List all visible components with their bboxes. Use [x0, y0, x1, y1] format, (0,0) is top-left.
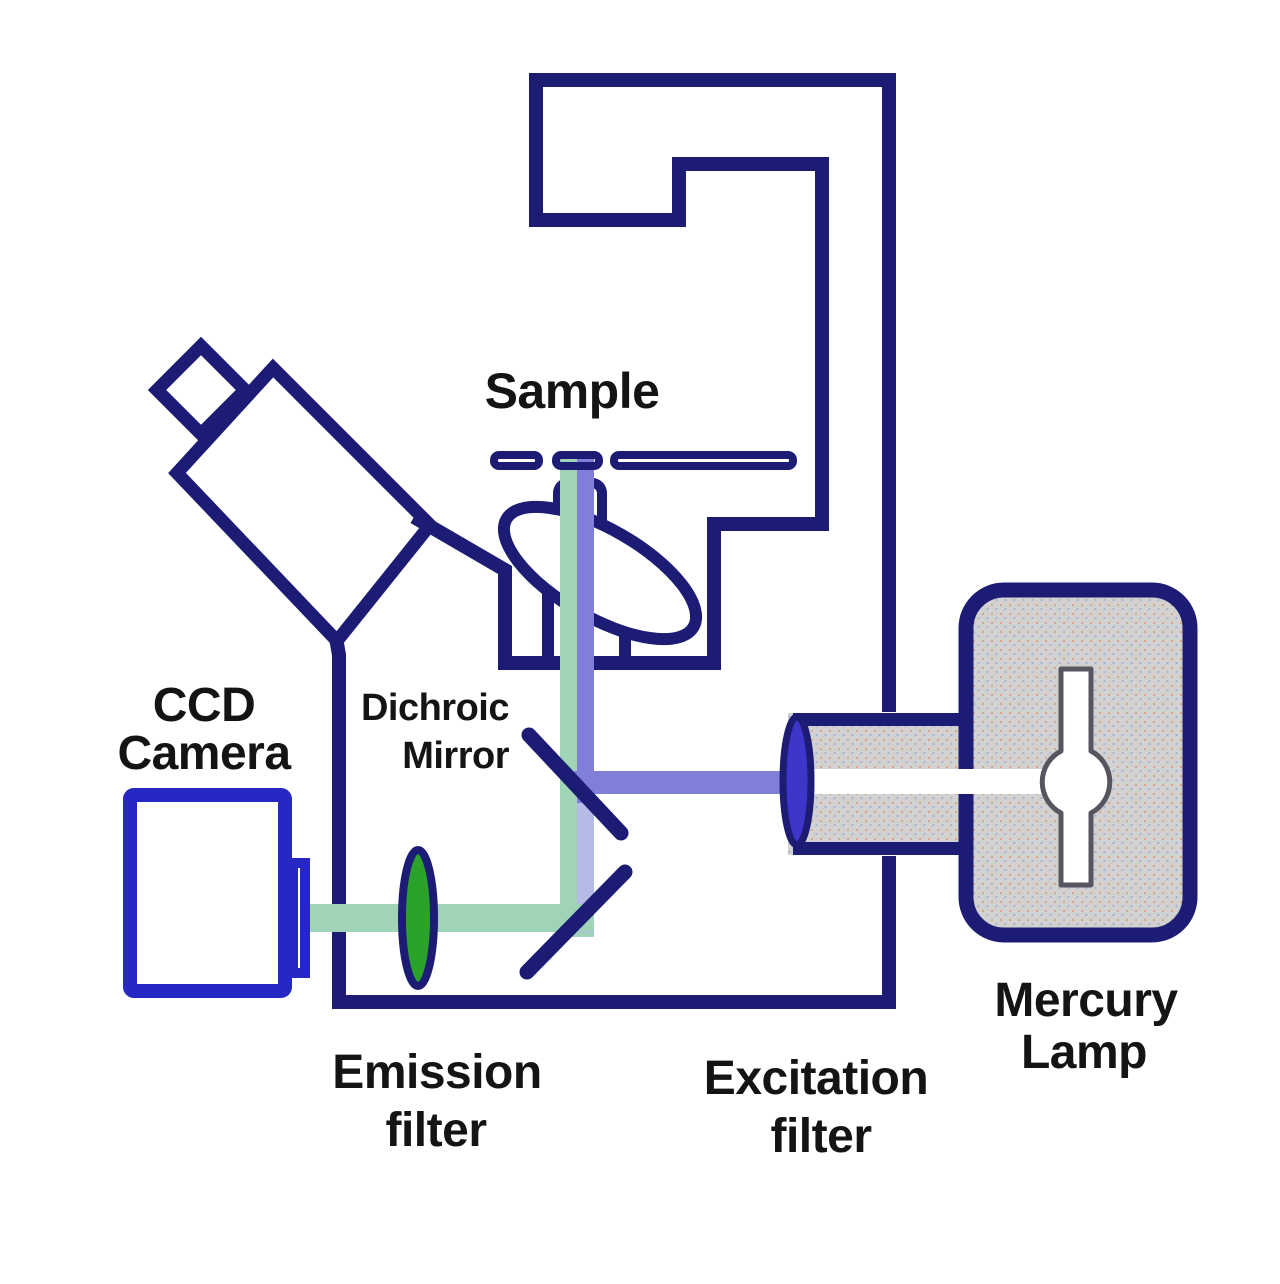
- ccd-camera-body: [123, 788, 292, 998]
- emission-beam-horizontal: [310, 904, 594, 932]
- label-excitation-filter-line2: filter: [770, 1110, 871, 1163]
- excitation-beam-vertical: [577, 451, 594, 803]
- mercury-bulb: [1039, 666, 1113, 888]
- collector-lens: [779, 713, 815, 849]
- camera-port: [288, 858, 310, 978]
- label-excitation-filter-line1: Excitation: [704, 1052, 928, 1105]
- eyepiece-cap: [147, 336, 255, 444]
- stage-slat-left: [490, 451, 543, 470]
- emission-filter-lens: [398, 846, 438, 990]
- excitation-beam-horizontal: [574, 771, 796, 794]
- microscope-body-lower-outline: [329, 636, 896, 1009]
- label-dichroic-line2: Mirror: [402, 735, 510, 777]
- label-emission-filter-line1: Emission: [332, 1046, 541, 1099]
- fold-mirror-line: [519, 864, 633, 980]
- label-ccd-camera-line1: CCD: [153, 679, 256, 732]
- label-mercury-lamp-line2: Lamp: [1021, 1026, 1147, 1079]
- stage-slat-right: [610, 451, 797, 470]
- label-dichroic-line1: Dichroic: [361, 687, 509, 729]
- label-emission-filter-line2: filter: [385, 1104, 486, 1157]
- stage-slat-center: [552, 451, 603, 470]
- label-sample: Sample: [485, 363, 660, 419]
- dichroic-mirror-line: [521, 727, 629, 841]
- lamp-beam-white: [797, 769, 1065, 794]
- label-ccd-camera-line2: Camera: [117, 727, 291, 780]
- microscope-body-upper-outline: [410, 73, 896, 712]
- label-mercury-lamp-line1: Mercury: [994, 974, 1178, 1027]
